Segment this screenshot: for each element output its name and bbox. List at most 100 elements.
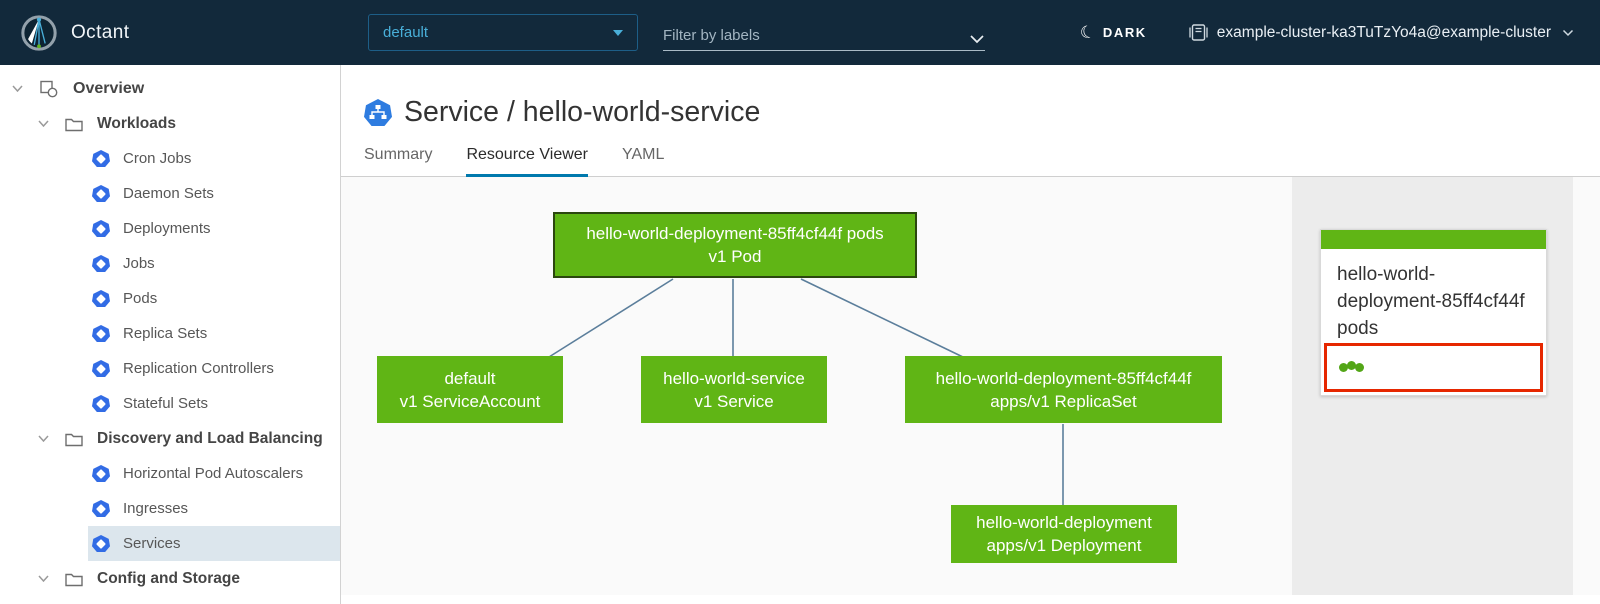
folder-icon xyxy=(65,433,83,446)
tab-bar: Summary Resource Viewer YAML xyxy=(341,146,1600,177)
chevron-down-icon xyxy=(38,435,49,443)
graph-node-pod[interactable]: hello-world-deployment-85ff4cf44f pods v1… xyxy=(553,212,917,278)
service-icon xyxy=(364,99,392,126)
page-title: Service / hello-world-service xyxy=(404,96,761,128)
moon-icon: ☾ xyxy=(1077,21,1097,44)
pod-status-dots xyxy=(1339,361,1364,372)
caret-down-icon xyxy=(613,29,623,36)
main-content: Service / hello-world-service Summary Res… xyxy=(341,65,1600,604)
sidebar-item-label: Ingresses xyxy=(123,500,189,517)
dark-mode-label: DARK xyxy=(1102,25,1147,40)
sidebar-item-label: Pods xyxy=(123,290,158,307)
sidebar-item-workloads[interactable]: Workloads xyxy=(0,106,340,141)
node-kind: apps/v1 ReplicaSet xyxy=(990,391,1137,411)
node-name: default xyxy=(444,368,496,388)
pod-ok-dot xyxy=(1339,363,1348,372)
sidebar-item-label: Discovery and Load Balancing xyxy=(97,429,323,447)
sidebar-item-label: Jobs xyxy=(123,255,155,272)
sidebar-item-services[interactable]: Services xyxy=(88,526,340,561)
sidebar-item-overview[interactable]: Overview xyxy=(0,71,340,106)
sidebar-item-discovery-and-load-balancing[interactable]: Discovery and Load Balancing xyxy=(0,421,340,456)
graph-node-replicaset[interactable]: hello-world-deployment-85ff4cf44f apps/v1… xyxy=(905,356,1222,423)
sidebar-item-label: Deployments xyxy=(123,220,211,237)
chevron-down-icon xyxy=(38,575,49,583)
card-status-bar xyxy=(1321,230,1546,249)
sidebar-item-ingresses[interactable]: Ingresses xyxy=(88,491,340,526)
graph-edge-pod-serviceaccount xyxy=(548,278,674,358)
sidebar-item-label: Replication Controllers xyxy=(123,360,274,377)
jobs-icon xyxy=(92,255,110,272)
node-name: hello-world-service xyxy=(663,368,805,388)
replica-sets-icon xyxy=(92,325,110,342)
graph-node-serviceaccount[interactable]: default v1 ServiceAccount xyxy=(377,356,563,423)
dark-mode-toggle[interactable]: ☾ DARK xyxy=(1077,21,1147,44)
sidebar-item-label: Config and Storage xyxy=(97,569,240,587)
card-title: hello-world-deployment-85ff4cf44f pods xyxy=(1337,264,1525,339)
pod-ok-dot xyxy=(1355,363,1364,372)
ingresses-icon xyxy=(92,500,110,517)
sidebar-item-stateful-sets[interactable]: Stateful Sets xyxy=(88,386,340,421)
sidebar-item-deployments[interactable]: Deployments xyxy=(88,211,340,246)
resource-viewer-canvas: hello-world-deployment-85ff4cf44f pods v1… xyxy=(341,177,1600,595)
sidebar-item-label: Horizontal Pod Autoscalers xyxy=(123,465,304,482)
node-kind: v1 Pod xyxy=(708,247,762,266)
node-kind: v1 ServiceAccount xyxy=(399,391,541,411)
sidebar-item-label: Cron Jobs xyxy=(123,150,192,167)
services-icon xyxy=(92,535,110,552)
sidebar-item-horizontal-pod-autoscalers[interactable]: Horizontal Pod Autoscalers xyxy=(88,456,340,491)
selected-resource-card[interactable]: hello-world-deployment-85ff4cf44f pods xyxy=(1320,229,1547,396)
sidebar-item-cron-jobs[interactable]: Cron Jobs xyxy=(88,141,340,176)
node-name: hello-world-deployment-85ff4cf44f pods xyxy=(586,224,884,243)
sidebar-item-label: Services xyxy=(123,535,181,552)
sidebar-item-label: Daemon Sets xyxy=(123,185,214,202)
tab-yaml[interactable]: YAML xyxy=(622,146,665,163)
octant-logo-icon xyxy=(21,14,57,51)
sidebar-item-label: Stateful Sets xyxy=(123,395,209,412)
tab-resource-viewer[interactable]: Resource Viewer xyxy=(466,146,588,177)
sidebar-item-jobs[interactable]: Jobs xyxy=(88,246,340,281)
namespace-dropdown[interactable]: default xyxy=(368,14,638,51)
header-right: ☾ DARK example-cluster-ka3TuTzYo4a@examp… xyxy=(1077,21,1600,44)
chevron-down-icon xyxy=(38,120,49,128)
page-header: Service / hello-world-service xyxy=(341,65,1600,129)
folder-icon xyxy=(65,573,83,586)
horizontal-pod-autoscalers-icon xyxy=(92,465,110,482)
pod-status-highlight xyxy=(1324,343,1543,392)
graph-node-service[interactable]: hello-world-service v1 Service xyxy=(641,356,827,423)
cluster-name: example-cluster-ka3TuTzYo4a@example-clus… xyxy=(1216,23,1551,41)
pods-icon xyxy=(92,290,110,307)
cluster-selector[interactable]: example-cluster-ka3TuTzYo4a@example-clus… xyxy=(1189,24,1574,42)
sidebar-item-replica-sets[interactable]: Replica Sets xyxy=(88,316,340,351)
cluster-icon xyxy=(1189,24,1208,41)
node-kind: v1 Service xyxy=(694,391,774,411)
label-filter-input[interactable]: Filter by labels xyxy=(663,14,985,51)
sidebar-item-pods[interactable]: Pods xyxy=(88,281,340,316)
detail-side-panel: hello-world-deployment-85ff4cf44f pods xyxy=(1292,177,1573,595)
sidebar-item-config-and-storage[interactable]: Config and Storage xyxy=(0,561,340,596)
folder-icon xyxy=(65,118,83,131)
graph-edges xyxy=(548,278,1064,505)
replication-controllers-icon xyxy=(92,360,110,377)
objects-icon xyxy=(40,80,58,97)
namespace-dropdown-value: default xyxy=(383,24,429,41)
cron-jobs-icon xyxy=(92,150,110,167)
chevron-down-icon xyxy=(1562,29,1574,36)
sidebar-item-label: Workloads xyxy=(97,114,176,132)
sidebar-item-replication-controllers[interactable]: Replication Controllers xyxy=(88,351,340,386)
sidebar-item-label: Replica Sets xyxy=(123,325,208,342)
brand: Octant xyxy=(0,14,345,52)
top-header: Octant default Filter by labels ☾ DARK e… xyxy=(0,0,1600,65)
chevron-down-icon xyxy=(970,35,984,44)
chevron-down-icon xyxy=(12,85,23,93)
sidebar-item-label: Overview xyxy=(73,79,145,97)
node-kind: apps/v1 Deployment xyxy=(986,536,1142,555)
graph-edge-pod-replicaset xyxy=(800,278,966,359)
daemon-sets-icon xyxy=(92,185,110,202)
sidebar-item-daemon-sets[interactable]: Daemon Sets xyxy=(88,176,340,211)
node-name: hello-world-deployment-85ff4cf44f xyxy=(935,368,1192,388)
tab-summary[interactable]: Summary xyxy=(364,146,433,163)
app-title: Octant xyxy=(71,21,130,43)
label-filter-placeholder: Filter by labels xyxy=(663,27,760,44)
